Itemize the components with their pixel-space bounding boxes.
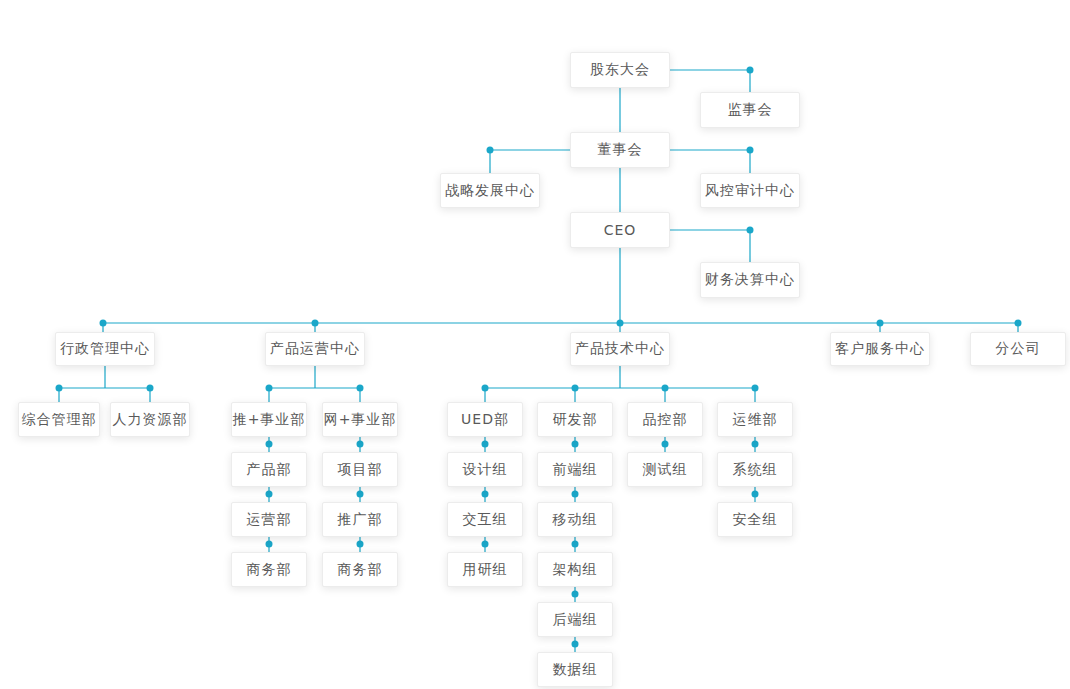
node-architecture-group: 架构组 bbox=[537, 552, 613, 587]
edge-shareholders-supervisory bbox=[670, 70, 750, 92]
node-human-resources-dept: 人力资源部 bbox=[110, 402, 190, 437]
edge-ceo-finance bbox=[670, 230, 750, 262]
node-product-technology-center: 产品技术中心 bbox=[570, 332, 670, 366]
node-board-of-directors: 董事会 bbox=[570, 132, 670, 168]
edge-ceo-centers bbox=[103, 248, 1018, 332]
node-shareholders-meeting: 股东大会 bbox=[570, 52, 670, 88]
node-rnd-dept: 研发部 bbox=[537, 402, 613, 437]
node-user-research-group: 用研组 bbox=[447, 552, 523, 587]
edge-tech-children bbox=[485, 366, 755, 402]
node-project-dept: 项目部 bbox=[322, 452, 398, 487]
node-operations-maintenance-dept: 运维部 bbox=[717, 402, 793, 437]
node-backend-group: 后端组 bbox=[537, 602, 613, 637]
node-promotion-dept: 推广部 bbox=[322, 502, 398, 537]
node-mobile-group: 移动组 bbox=[537, 502, 613, 537]
node-supervisory-board: 监事会 bbox=[700, 92, 800, 128]
node-design-group: 设计组 bbox=[447, 452, 523, 487]
node-interaction-group: 交互组 bbox=[447, 502, 523, 537]
node-ued-dept: UED部 bbox=[447, 402, 523, 437]
edge-tech-chains bbox=[485, 437, 755, 652]
edge-ops-children bbox=[269, 366, 360, 402]
node-data-group: 数据组 bbox=[537, 652, 613, 687]
node-product-dept: 产品部 bbox=[231, 452, 307, 487]
node-system-group: 系统组 bbox=[717, 452, 793, 487]
edge-admin-children bbox=[59, 366, 150, 402]
node-wang-business-unit: 网+事业部 bbox=[322, 402, 398, 437]
node-operations-dept: 运营部 bbox=[231, 502, 307, 537]
node-quality-control-dept: 品控部 bbox=[627, 402, 703, 437]
node-general-management-dept: 综合管理部 bbox=[18, 402, 100, 437]
node-security-group: 安全组 bbox=[717, 502, 793, 537]
node-tui-business-unit: 推+事业部 bbox=[231, 402, 307, 437]
edge-board-strategy bbox=[490, 150, 570, 173]
node-business-dept-2: 商务部 bbox=[322, 552, 398, 587]
node-admin-management-center: 行政管理中心 bbox=[55, 332, 155, 366]
node-customer-service-center: 客户服务中心 bbox=[830, 332, 930, 366]
node-product-operations-center: 产品运营中心 bbox=[265, 332, 365, 366]
node-financial-settlement-center: 财务决算中心 bbox=[700, 262, 800, 298]
node-strategy-development-center: 战略发展中心 bbox=[440, 173, 540, 208]
node-risk-audit-center: 风控审计中心 bbox=[700, 173, 800, 208]
node-business-dept-1: 商务部 bbox=[231, 552, 307, 587]
node-ceo: CEO bbox=[570, 212, 670, 248]
node-testing-group: 测试组 bbox=[627, 452, 703, 487]
node-frontend-group: 前端组 bbox=[537, 452, 613, 487]
edge-board-risk bbox=[670, 150, 750, 173]
node-branch-company: 分公司 bbox=[970, 332, 1066, 366]
